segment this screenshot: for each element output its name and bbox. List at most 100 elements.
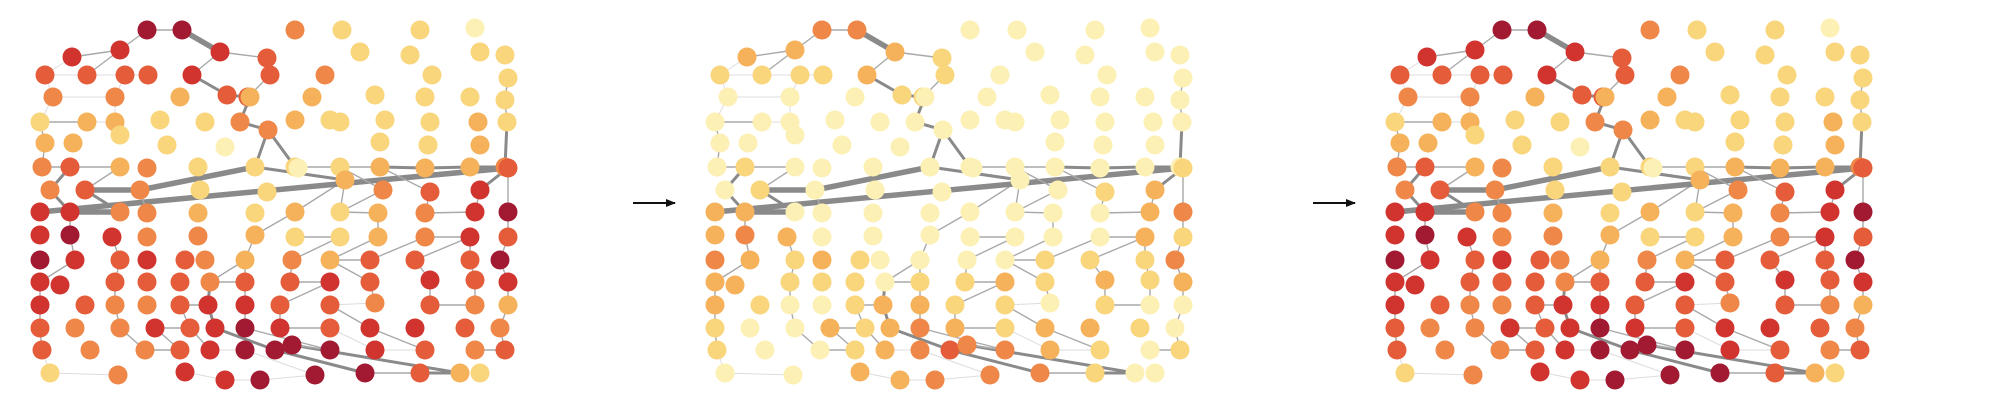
graph-node xyxy=(270,318,290,338)
graph-node xyxy=(910,295,930,315)
graph-node xyxy=(470,180,490,200)
graph-node xyxy=(330,227,350,247)
graph-node xyxy=(1430,180,1450,200)
graph-node xyxy=(250,370,270,390)
graph-node xyxy=(963,158,983,178)
graph-node xyxy=(1810,318,1830,338)
graph-node xyxy=(1040,293,1060,313)
graph-node xyxy=(915,87,935,107)
graph-node xyxy=(1417,47,1437,67)
graph-node xyxy=(920,203,940,223)
graph-node xyxy=(1090,227,1110,247)
graph-node xyxy=(1460,272,1480,292)
graph-node xyxy=(1492,295,1512,315)
graph-node xyxy=(415,227,435,247)
graph-node xyxy=(405,318,425,338)
graph-node xyxy=(365,340,385,360)
graph-node xyxy=(863,203,883,223)
graph-node xyxy=(108,365,128,385)
graph-node xyxy=(1080,250,1100,270)
graph-node xyxy=(320,318,340,338)
graph-node xyxy=(245,157,265,177)
graph-node xyxy=(1560,318,1580,338)
graph-node xyxy=(235,295,255,315)
graph-node xyxy=(157,135,177,155)
graph-node xyxy=(1845,250,1865,270)
graph-node xyxy=(497,112,517,132)
graph-node xyxy=(188,226,208,246)
graph-node xyxy=(420,112,440,132)
graph-node xyxy=(1637,335,1657,355)
graph-node xyxy=(195,112,215,132)
graph-node xyxy=(1465,125,1485,145)
graph-node xyxy=(1537,65,1557,85)
graph-node xyxy=(258,120,278,140)
graph-node xyxy=(1635,272,1655,292)
graph-node xyxy=(465,202,485,222)
graph-node xyxy=(495,45,515,65)
graph-node xyxy=(62,47,82,67)
graph-node xyxy=(43,87,63,107)
graph-node xyxy=(285,110,305,130)
graph-node xyxy=(1723,227,1743,247)
graph-node xyxy=(77,112,97,132)
graph-node xyxy=(1043,203,1063,223)
panel-middle xyxy=(705,18,1193,390)
graph-node xyxy=(812,272,832,292)
graph-node xyxy=(1135,227,1155,247)
graph-node xyxy=(1385,295,1405,315)
graph-node xyxy=(1045,132,1065,152)
graph-node xyxy=(1492,158,1512,178)
graph-node xyxy=(785,318,805,338)
graph-node xyxy=(60,157,80,177)
graph-node xyxy=(1387,340,1407,360)
graph-node xyxy=(175,250,195,270)
graph-node xyxy=(105,295,125,315)
graph-node xyxy=(1570,137,1590,157)
graph-node xyxy=(135,340,155,360)
graph-node xyxy=(257,182,277,202)
graph-node xyxy=(460,157,480,177)
graph-node xyxy=(490,250,510,270)
graph-node xyxy=(235,250,255,270)
graph-node xyxy=(1720,340,1740,360)
graph-node xyxy=(1853,68,1873,88)
graph-node xyxy=(1492,227,1512,247)
graph-node xyxy=(957,250,977,270)
graph-node xyxy=(1600,225,1620,245)
graph-node xyxy=(102,227,122,247)
graph-node xyxy=(920,225,940,245)
graph-node xyxy=(1460,87,1480,107)
graph-node xyxy=(257,48,277,68)
graph-node xyxy=(1685,227,1705,247)
graph-node xyxy=(373,180,393,200)
graph-node xyxy=(170,272,190,292)
graph-node xyxy=(1418,133,1438,153)
panel-after xyxy=(1385,18,1873,390)
graph-node xyxy=(1777,65,1797,85)
graph-node xyxy=(1825,363,1845,383)
graph-node xyxy=(405,250,425,270)
graph-node xyxy=(1705,42,1725,62)
graph-node xyxy=(30,202,50,222)
graph-node xyxy=(1720,293,1740,313)
graph-node xyxy=(1553,295,1573,315)
graph-node xyxy=(137,295,157,315)
graph-edge xyxy=(369,327,426,351)
graph-node xyxy=(1760,318,1780,338)
graph-node xyxy=(182,65,202,85)
graph-node xyxy=(845,340,865,360)
graph-node xyxy=(450,363,470,383)
graph-node xyxy=(75,180,95,200)
graph-node xyxy=(865,180,885,200)
graph-node xyxy=(1140,340,1160,360)
graph-node xyxy=(368,203,388,223)
graph-node xyxy=(260,65,280,85)
graph-node xyxy=(1775,182,1795,202)
graph-node xyxy=(498,295,518,315)
graph-node xyxy=(715,363,735,383)
graph-node xyxy=(932,182,952,202)
graph-node xyxy=(1432,65,1452,85)
graph-node xyxy=(1505,110,1525,130)
